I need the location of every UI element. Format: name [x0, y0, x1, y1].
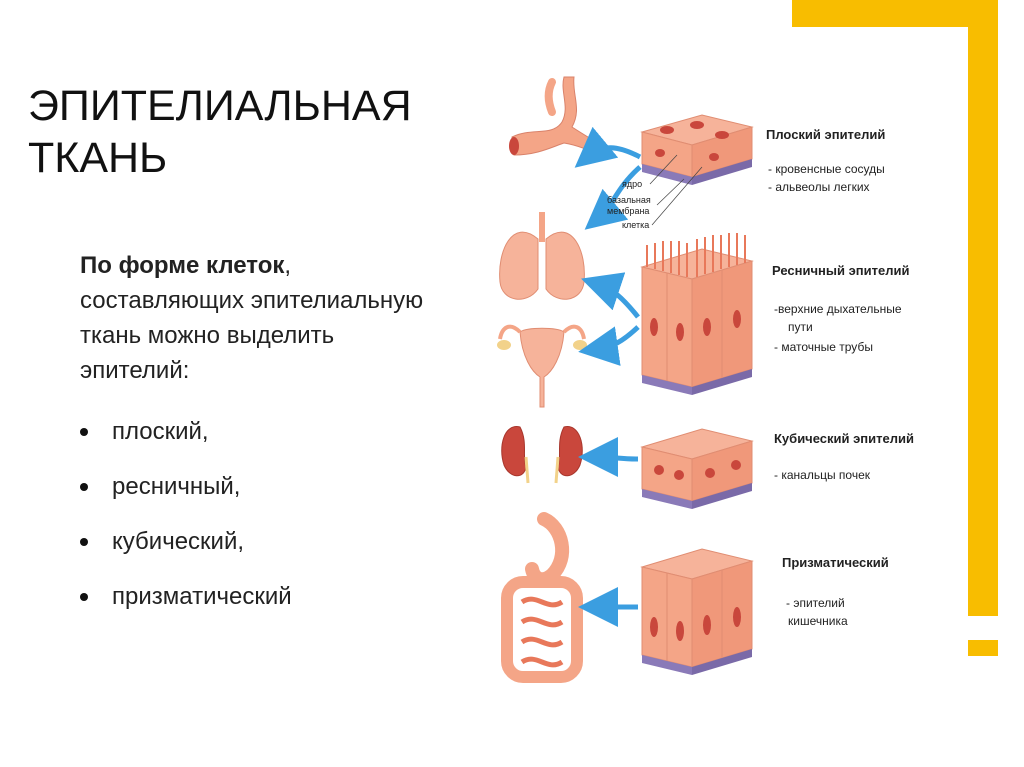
callout-label: мембрана — [607, 206, 649, 216]
section-title: Плоский эпителий — [766, 127, 885, 142]
section-title: Кубический эпителий — [774, 431, 914, 446]
arrow-icon — [581, 272, 640, 319]
title-line-1: ЭПИТЕЛИАЛЬНАЯ — [28, 82, 412, 130]
accent-square — [968, 640, 998, 656]
section-item: - эпителий — [786, 596, 845, 610]
squamous-tissue-block — [640, 114, 754, 185]
epithelium-figure: ядро базальная мембрана клетка Плоский э… — [452, 27, 968, 726]
columnar-tissue-block — [640, 548, 754, 675]
arrow-icon — [584, 165, 642, 230]
section-item: пути — [788, 320, 813, 334]
arrow-icon — [578, 437, 639, 478]
intro-paragraph: По форме клеток, составляющих эпителиаль… — [80, 248, 440, 388]
section-item: кишечника — [788, 614, 848, 628]
bullet-item: плоский, — [80, 414, 440, 450]
bullet-dot-icon — [80, 483, 88, 491]
bullet-item: призматический — [80, 579, 440, 615]
arrow-icon — [578, 325, 640, 366]
intro-rest: , составляющих эпителиальную ткань можно… — [80, 252, 424, 384]
bullet-dot-icon — [80, 593, 88, 601]
callout-labels: ядро базальная мембрана клетка — [607, 154, 703, 230]
kidneys-icon — [501, 426, 583, 484]
bullet-dot-icon — [80, 538, 88, 546]
intestine-icon — [501, 512, 583, 683]
section-item: - кровенсные сосуды — [768, 162, 885, 176]
lungs-icon — [499, 212, 585, 300]
callout-label: базальная — [607, 195, 651, 205]
section-item: - альвеолы легких — [768, 180, 870, 194]
slide-title: ЭПИТЕЛИАЛЬНАЯ ТКАНЬ — [28, 80, 428, 184]
accent-bar-top — [792, 0, 998, 27]
uterus-icon — [497, 324, 587, 408]
callout-label: клетка — [622, 220, 649, 230]
bullet-item: кубический, — [80, 524, 440, 560]
section-item: - маточные трубы — [774, 340, 873, 354]
title-line-2: ТКАНЬ — [28, 134, 168, 182]
callout-label: ядро — [622, 179, 642, 189]
cuboidal-tissue-block — [640, 428, 754, 509]
epithelium-illustration: ядро базальная мембрана клетка Плоский э… — [497, 76, 914, 683]
bullet-dot-icon — [80, 428, 88, 436]
accent-bar-right — [968, 0, 998, 616]
blood-vessel-icon — [509, 76, 613, 160]
intro-bold: По форме клеток — [80, 252, 285, 279]
section-item: -верхние дыхательные — [774, 302, 902, 316]
bullet-list: плоский, ресничный, кубический, призмати… — [80, 414, 440, 615]
section-title: Ресничный эпителий — [772, 263, 909, 278]
arrow-icon — [574, 126, 642, 168]
section-item: - канальцы почек — [774, 468, 871, 482]
section-title: Призматический — [782, 555, 889, 570]
bullet-item: ресничный, — [80, 469, 440, 505]
ciliated-tissue-block — [640, 233, 754, 395]
slide-body: По форме клеток, составляющих эпителиаль… — [80, 248, 440, 634]
